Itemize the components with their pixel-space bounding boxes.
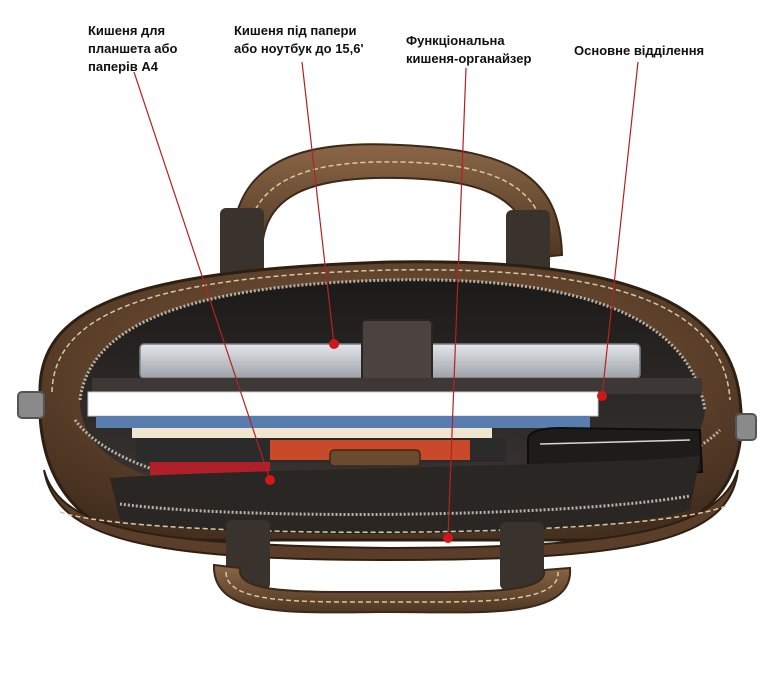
pointer-line-laptop-pocket bbox=[301, 61, 335, 345]
pointer-dot-organizer-pocket bbox=[443, 533, 453, 543]
callout-main-compartment: Основне відділення bbox=[574, 43, 705, 58]
laptop-computer bbox=[139, 319, 641, 395]
callout-laptop-pocket: Кишеня під папери або ноутбук до 15,6' bbox=[234, 23, 364, 56]
pointer-dot-tablet-pocket bbox=[265, 475, 275, 485]
pointer-dot-main-compartment bbox=[597, 391, 607, 401]
compartment-divider bbox=[92, 378, 702, 394]
callout-organizer-pocket: Функціональна кишеня-органайзер bbox=[406, 33, 532, 66]
bag-front-bottom bbox=[43, 469, 739, 562]
organizer-pocket bbox=[110, 449, 700, 534]
bottom-handle bbox=[212, 520, 572, 614]
callout-tablet-pocket: Кишеня для планшета або паперів А4 bbox=[88, 23, 178, 74]
callout-pointers bbox=[133, 61, 639, 543]
pointer-line-organizer-pocket bbox=[447, 67, 467, 539]
pointer-line-main-compartment bbox=[601, 61, 639, 397]
pointer-dot-laptop-pocket bbox=[329, 339, 339, 349]
top-handle bbox=[220, 143, 564, 280]
pointer-line-tablet-pocket bbox=[133, 71, 271, 481]
